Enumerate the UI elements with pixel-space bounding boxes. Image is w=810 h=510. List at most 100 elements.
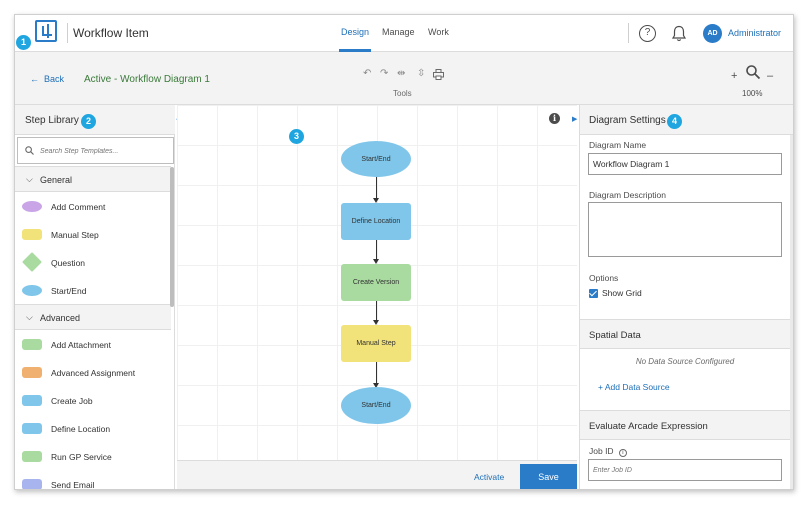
diagram-node-create-version[interactable]: Create Version [341,264,411,301]
job-id-input[interactable] [588,459,782,481]
active-tab-indicator [339,49,371,52]
step-item-run-gp-service[interactable]: Run GP Service [15,443,171,471]
settings-scrollbar[interactable] [790,135,793,489]
group-header-advanced[interactable]: ⌵ Advanced [15,304,171,330]
rectangle-shape-icon [22,479,42,489]
step-label: Send Email [51,480,95,490]
ellipse-shape-icon [22,285,42,296]
save-button[interactable]: Save [520,464,577,489]
nav-tab-manage[interactable]: Manage [382,27,415,37]
avatar[interactable]: AD [703,24,722,43]
step-item-advanced-assignment[interactable]: Advanced Assignment [15,359,171,387]
zoom-out-button[interactable]: – [767,70,774,82]
connector-line [376,301,377,322]
magnifier-icon[interactable] [745,64,761,80]
group-label: Advanced [40,313,81,323]
nav-tab-design[interactable]: Design [341,27,370,37]
connector-line [376,240,377,261]
callout-badge-4: 4 [667,114,682,129]
arcade-expression-title: Evaluate Arcade Expression [589,421,708,432]
zoom-in-button[interactable]: + [731,70,738,82]
job-id-label-text: Job ID [589,446,614,456]
workflow-logo-icon[interactable] [35,20,57,42]
step-item-create-job[interactable]: Create Job [15,387,171,415]
step-label: Manual Step [51,230,99,240]
rectangle-shape-icon [22,339,42,350]
job-id-label: Job ID i [589,446,627,457]
diagram-description-label: Diagram Description [589,190,666,200]
search-input[interactable] [40,143,170,159]
print-icon[interactable] [433,69,444,80]
diagram-node-start[interactable]: Start/End [341,141,411,177]
rectangle-shape-icon [22,423,42,434]
diagram-settings-panel: Diagram Settings Diagram Name Diagram De… [579,105,793,489]
app-title: Workflow Item [73,26,149,40]
diagram-node-manual-step[interactable]: Manual Step [341,325,411,362]
step-library-panel: Step Library ⌵ General Add Comment Manua… [15,105,175,490]
undo-icon[interactable]: ↶ [363,68,372,79]
arrow-down-icon [373,383,379,388]
group-header-general[interactable]: ⌵ General [15,166,171,192]
align-vertical-icon[interactable]: ⇳ [417,68,426,79]
step-item-add-attachment[interactable]: Add Attachment [15,331,171,359]
arrow-down-icon [373,259,379,264]
collapse-right-panel-icon[interactable]: ▶ [572,116,578,123]
step-item-add-comment[interactable]: Add Comment [15,193,171,221]
callout-badge-1: 1 [16,35,31,50]
step-label: Start/End [51,286,87,296]
callout-badge-2: 2 [81,114,96,129]
step-item-manual-step[interactable]: Manual Step [15,221,171,249]
arcade-expression-section[interactable]: Evaluate Arcade Expression [580,410,790,440]
connector-line [376,362,377,385]
nav-tab-work[interactable]: Work [428,27,449,37]
align-horizontal-icon[interactable]: ⇹ [397,68,406,79]
diagram-node-define-location[interactable]: Define Location [341,203,411,240]
step-label: Question [51,258,86,268]
help-icon[interactable]: ? [639,25,656,42]
show-grid-label: Show Grid [602,288,642,298]
rectangle-shape-icon [22,395,42,406]
bell-icon[interactable] [671,25,687,42]
canvas-footer: Activate Save [177,460,577,489]
back-label: Back [44,74,65,84]
step-item-send-email[interactable]: Send Email [15,471,171,490]
group-label: General [40,175,73,185]
back-link[interactable]: ← Back [30,74,64,84]
rectangle-shape-icon [22,367,42,378]
diagram-node-end[interactable]: Start/End [341,387,411,424]
diagram-name-input[interactable] [588,153,782,175]
header-divider [67,23,68,43]
diagram-description-input[interactable] [588,202,782,257]
info-icon[interactable]: i [549,113,560,124]
step-library-scrollbar[interactable] [170,167,174,307]
add-data-source-link[interactable]: + Add Data Source [598,382,670,392]
step-label: Add Comment [51,202,106,212]
step-item-start-end[interactable]: Start/End [15,277,171,305]
zoom-level: 100% [742,89,763,98]
diagram-canvas[interactable]: i Start/End Define Location Create Versi… [177,105,577,460]
diagram-toolbar: ← Back Active - Workflow Diagram 1 ↶ ↷ ⇹… [15,52,793,105]
arrow-down-icon [373,320,379,325]
chevron-down-icon: ⌵ [26,174,33,184]
show-grid-checkbox[interactable] [589,289,598,298]
activate-button[interactable]: Activate [474,472,505,482]
redo-icon[interactable]: ↷ [380,68,389,79]
diagram-settings-header: Diagram Settings [580,105,793,135]
no-data-source-text: No Data Source Configured [635,357,735,366]
app-header: Workflow Item Design Manage Work ? AD Ad… [15,15,793,52]
info-circle-icon[interactable]: i [618,449,627,457]
app-window: Workflow Item Design Manage Work ? AD Ad… [14,14,794,490]
arrow-down-icon [373,198,379,203]
diagram-settings-title: Diagram Settings [589,115,666,126]
rectangle-shape-icon [22,229,42,240]
diagram-title: Active - Workflow Diagram 1 [84,74,210,85]
spatial-data-section[interactable]: Spatial Data [580,319,790,349]
tools-label: Tools [393,89,412,98]
step-item-question[interactable]: Question [15,249,171,277]
search-box [17,137,174,164]
step-item-define-location[interactable]: Define Location [15,415,171,443]
step-label: Run GP Service [51,452,112,462]
header-divider-right [628,23,629,43]
username-link[interactable]: Administrator [728,28,782,38]
arrow-left-icon: ← [30,74,39,84]
